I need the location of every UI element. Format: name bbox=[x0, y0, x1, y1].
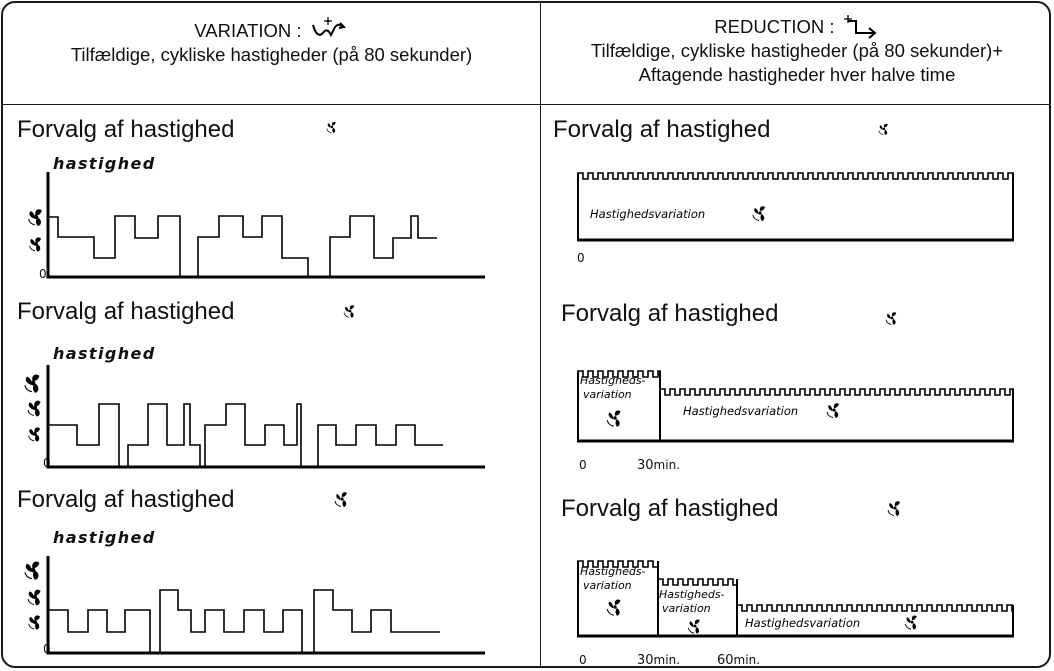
fan-icon bbox=[28, 427, 40, 442]
right-panel-3-zero: 0 bbox=[579, 653, 587, 667]
fan-icon bbox=[29, 237, 41, 252]
right-chart-3-box-b-top-edge bbox=[657, 578, 737, 586]
left-panel-1-label: Forvalg af hastighed bbox=[17, 116, 235, 143]
right-panel-2-label: Forvalg af hastighed bbox=[561, 300, 779, 327]
right-chart-1-box-side-edges bbox=[577, 173, 1014, 240]
fan-icon bbox=[27, 400, 41, 417]
fan-icon bbox=[687, 619, 701, 635]
right-panel-3-label: Forvalg af hastighed bbox=[561, 495, 779, 522]
right-panel-3-t60: 60min. bbox=[717, 653, 760, 668]
right-panel-2-small-b: variation bbox=[583, 388, 632, 401]
left-panel-2-label: Forvalg af hastighed bbox=[17, 298, 235, 325]
fan-icon bbox=[28, 615, 40, 630]
variation-wave-icon bbox=[311, 17, 346, 38]
right-header-subtitle2: Aftagende hastigheder hver halve time bbox=[638, 64, 956, 85]
fan-icon bbox=[887, 500, 901, 517]
right-chart-2-box-a-top-edge bbox=[577, 370, 661, 378]
right-panel-3-small-b2: variation bbox=[662, 602, 711, 615]
reduction-arrow-icon bbox=[843, 15, 877, 39]
fan-icon bbox=[885, 311, 897, 326]
left-panel-2-ylabel: hastighed bbox=[53, 344, 156, 363]
right-chart-3-box-c-top-edge bbox=[736, 604, 1013, 612]
fan-icon bbox=[334, 491, 348, 508]
header-divider bbox=[3, 104, 1049, 105]
right-header: REDUCTION : Tilfældige, cykliske hastigh… bbox=[541, 15, 1049, 87]
fan-icon bbox=[878, 123, 889, 136]
left-header: VARIATION : Tilfældige, cykliske hastigh… bbox=[3, 17, 540, 67]
right-chart-2-box-b-top-edge bbox=[659, 388, 1014, 396]
fan-icon bbox=[28, 209, 42, 226]
left-panel-3-label: Forvalg af hastighed bbox=[17, 486, 235, 513]
fan-icon bbox=[826, 402, 840, 419]
right-chart-2-box-b-side-edges bbox=[659, 389, 1014, 441]
column-divider bbox=[540, 3, 541, 666]
fan-icon bbox=[27, 589, 41, 606]
right-panel-3-small-b: variation bbox=[583, 579, 632, 592]
left-panel-1-zero: 0 bbox=[39, 267, 47, 281]
left-panel-1-ylabel: hastighed bbox=[53, 154, 156, 173]
left-panel-3-ylabel: hastighed bbox=[53, 528, 156, 547]
fan-icon bbox=[24, 374, 40, 393]
right-chart-3-box-c-side-edges bbox=[736, 605, 1014, 636]
fan-icon bbox=[343, 304, 355, 319]
fan-icon bbox=[904, 615, 918, 631]
left-chart-3 bbox=[24, 556, 485, 655]
right-panel-3-box-label: Hastighedsvariation bbox=[745, 616, 860, 630]
fan-icon bbox=[606, 409, 622, 428]
fan-icon bbox=[606, 598, 622, 617]
right-panel-1-label: Forvalg af hastighed bbox=[553, 116, 771, 143]
right-panel-3-t30: 30min. bbox=[637, 653, 680, 668]
fan-icon bbox=[752, 205, 766, 222]
left-header-title: VARIATION : bbox=[194, 20, 302, 41]
right-panel-3-small-a: Hastigheds- bbox=[580, 565, 646, 578]
right-panel-1-box-label: Hastighedsvariation bbox=[590, 207, 705, 221]
right-panel-2-t30: 30min. bbox=[637, 458, 680, 473]
right-panel-3-small-a2: Hastigheds- bbox=[659, 588, 725, 601]
fan-icon bbox=[326, 121, 337, 134]
right-chart-3-box-a-top-edge bbox=[577, 560, 658, 568]
right-chart-1-box-top-edge bbox=[577, 172, 1014, 180]
right-panel-1-zero: 0 bbox=[577, 251, 585, 265]
right-panel-2-box-label: Hastighedsvariation bbox=[683, 404, 798, 418]
right-panel-2-zero: 0 bbox=[579, 458, 587, 472]
right-header-title: REDUCTION : bbox=[714, 16, 835, 37]
left-header-subtitle: Tilfældige, cykliske hastigheder (på 80 … bbox=[70, 44, 473, 65]
left-chart-2 bbox=[24, 365, 485, 469]
left-chart-1 bbox=[28, 172, 485, 279]
fan-icon bbox=[24, 561, 40, 580]
right-header-subtitle: Tilfældige, cykliske hastigheder (på 80 … bbox=[590, 40, 1004, 61]
right-panel-2-small-a: Hastigheds- bbox=[580, 374, 646, 387]
